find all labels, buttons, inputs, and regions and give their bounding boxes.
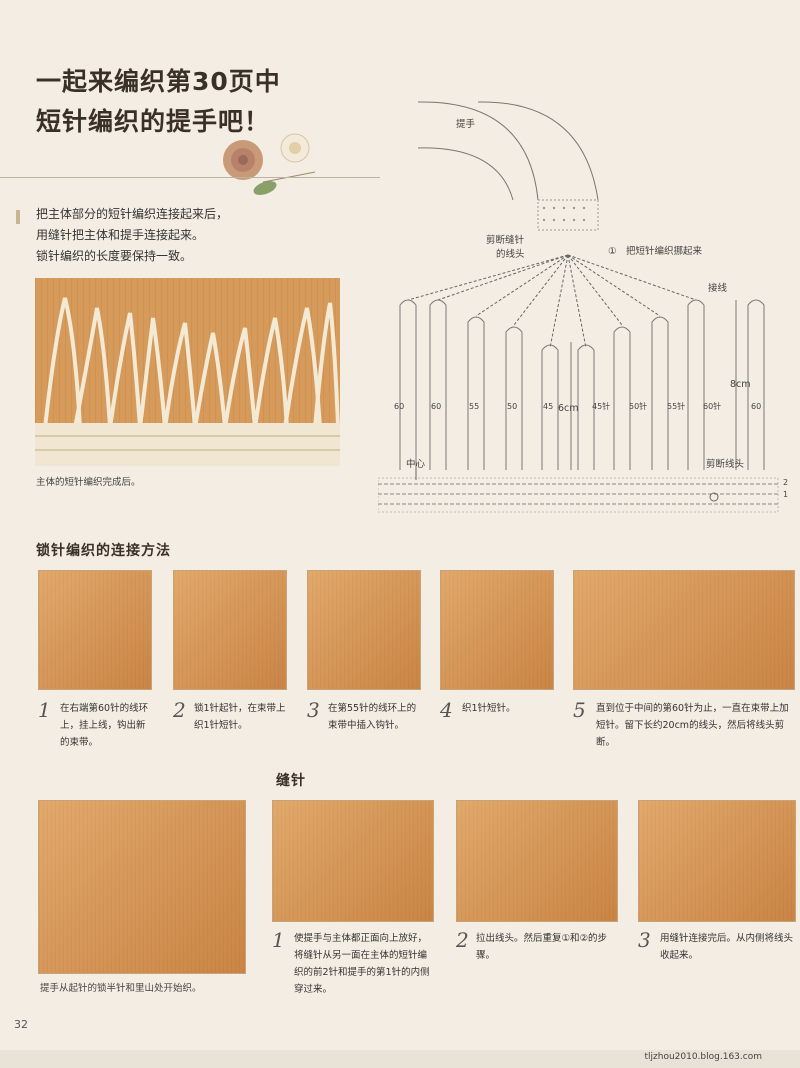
cut-label-2: 的线头 <box>496 249 525 260</box>
step-text: 用缝针连接完后。从内侧将线头收起来。 <box>660 933 794 961</box>
title-line-1: 一起来编织第30页中 <box>36 67 281 96</box>
page-title: 一起来编织第30页中 短针编织的提手吧！ <box>36 62 281 142</box>
title-line-2: 短针编织的提手吧！ <box>36 107 271 136</box>
fringe-photo <box>35 278 340 466</box>
step-number: 2 <box>456 928 469 952</box>
handle-label: 提手 <box>456 119 476 130</box>
dim-6cm: 6cm <box>558 403 579 414</box>
divider <box>0 177 380 178</box>
step-text: 织1针短针。 <box>462 703 516 714</box>
step-photo-5 <box>573 570 795 690</box>
flower-decoration-icon <box>223 133 316 195</box>
step-number: 3 <box>638 928 651 952</box>
cut-end-label: 剪断线头 <box>706 459 745 470</box>
loop-label: 45针 <box>592 402 611 411</box>
join-label: 接线 <box>708 283 728 294</box>
loop-label: 60 <box>431 402 442 411</box>
intro-line-3: 锁针编织的长度要保持一致。 <box>36 249 193 263</box>
step-text: 使提手与主体都正面向上放好，将缝针从另一面在主体的短针编织的前2针和提手的第1针… <box>294 933 430 995</box>
section-heading-chain-join: 锁针编织的连接方法 <box>36 543 171 559</box>
intro-line-1: 把主体部分的短针编织连接起来后， <box>36 207 229 221</box>
loop-label: 50 <box>507 402 518 411</box>
sew-photo-3 <box>638 800 796 922</box>
dim-8cm: 8cm <box>730 379 751 390</box>
loop-label: 55针 <box>667 402 686 411</box>
page-number: 32 <box>14 1018 28 1031</box>
step-text: 拉出线头。然后重复①和②的步骤。 <box>476 933 608 961</box>
sew-photo-main <box>38 800 246 974</box>
center-label: 中心 <box>406 459 426 470</box>
loop-label: 45 <box>543 402 554 411</box>
intro-line-2: 用缝针把主体和提手连接起来。 <box>36 228 205 242</box>
step-circle-1: ① <box>608 246 617 257</box>
step-photo-3 <box>307 570 421 690</box>
step-photo-2 <box>173 570 287 690</box>
footer-bar <box>0 1050 800 1068</box>
step-photo-4 <box>440 570 554 690</box>
step-number: 1 <box>38 698 51 722</box>
row-mark: 1 <box>783 490 789 499</box>
step-number: 3 <box>307 698 320 722</box>
step-text: 直到位于中间的第60针为止，一直在束带上加短针。留下长约20cm的线头，然后将线… <box>596 703 789 748</box>
step-number: 4 <box>440 698 453 722</box>
step-number: 1 <box>272 928 285 952</box>
step-text: 锁1针起针，在束带上织1针短针。 <box>194 703 286 731</box>
step-photo-1 <box>38 570 152 690</box>
row-mark: 2 <box>783 478 789 487</box>
bullet-mark <box>16 210 20 224</box>
sew-photo-1 <box>272 800 434 922</box>
section-heading-sewing: 缝针 <box>276 773 306 789</box>
intro-text: 把主体部分的短针编织连接起来后， 用缝针把主体和提手连接起来。 锁针编织的长度要… <box>16 204 229 267</box>
loop-label: 55 <box>469 402 480 411</box>
photo-caption: 主体的短针编织完成后。 <box>36 477 141 488</box>
step-text: 在第55针的线环上的束带中插入钩针。 <box>328 703 417 731</box>
step-number: 5 <box>573 698 586 722</box>
loop-label: 60针 <box>703 402 722 411</box>
step-number: 2 <box>173 698 186 722</box>
loop-label: 60 <box>394 402 405 411</box>
step1-label: 把短针编织挪起来 <box>626 246 703 257</box>
loop-diagram: 提手 剪断缝针 的线头 ① 把短针编织挪起来 接线 8cm 6cm 中心 剪断线… <box>378 90 798 530</box>
step-text: 在右端第60针的线环上，挂上线，钩出新的束带。 <box>60 703 149 748</box>
loop-label: 60 <box>751 402 762 411</box>
loop-label: 50针 <box>629 402 648 411</box>
cut-label-1: 剪断缝针 <box>486 235 525 246</box>
sew-caption: 提手从起针的锁半针和里山处开始织。 <box>40 983 202 994</box>
source-url: tljzhou2010.blog.163.com <box>644 1052 763 1062</box>
sew-photo-2 <box>456 800 618 922</box>
